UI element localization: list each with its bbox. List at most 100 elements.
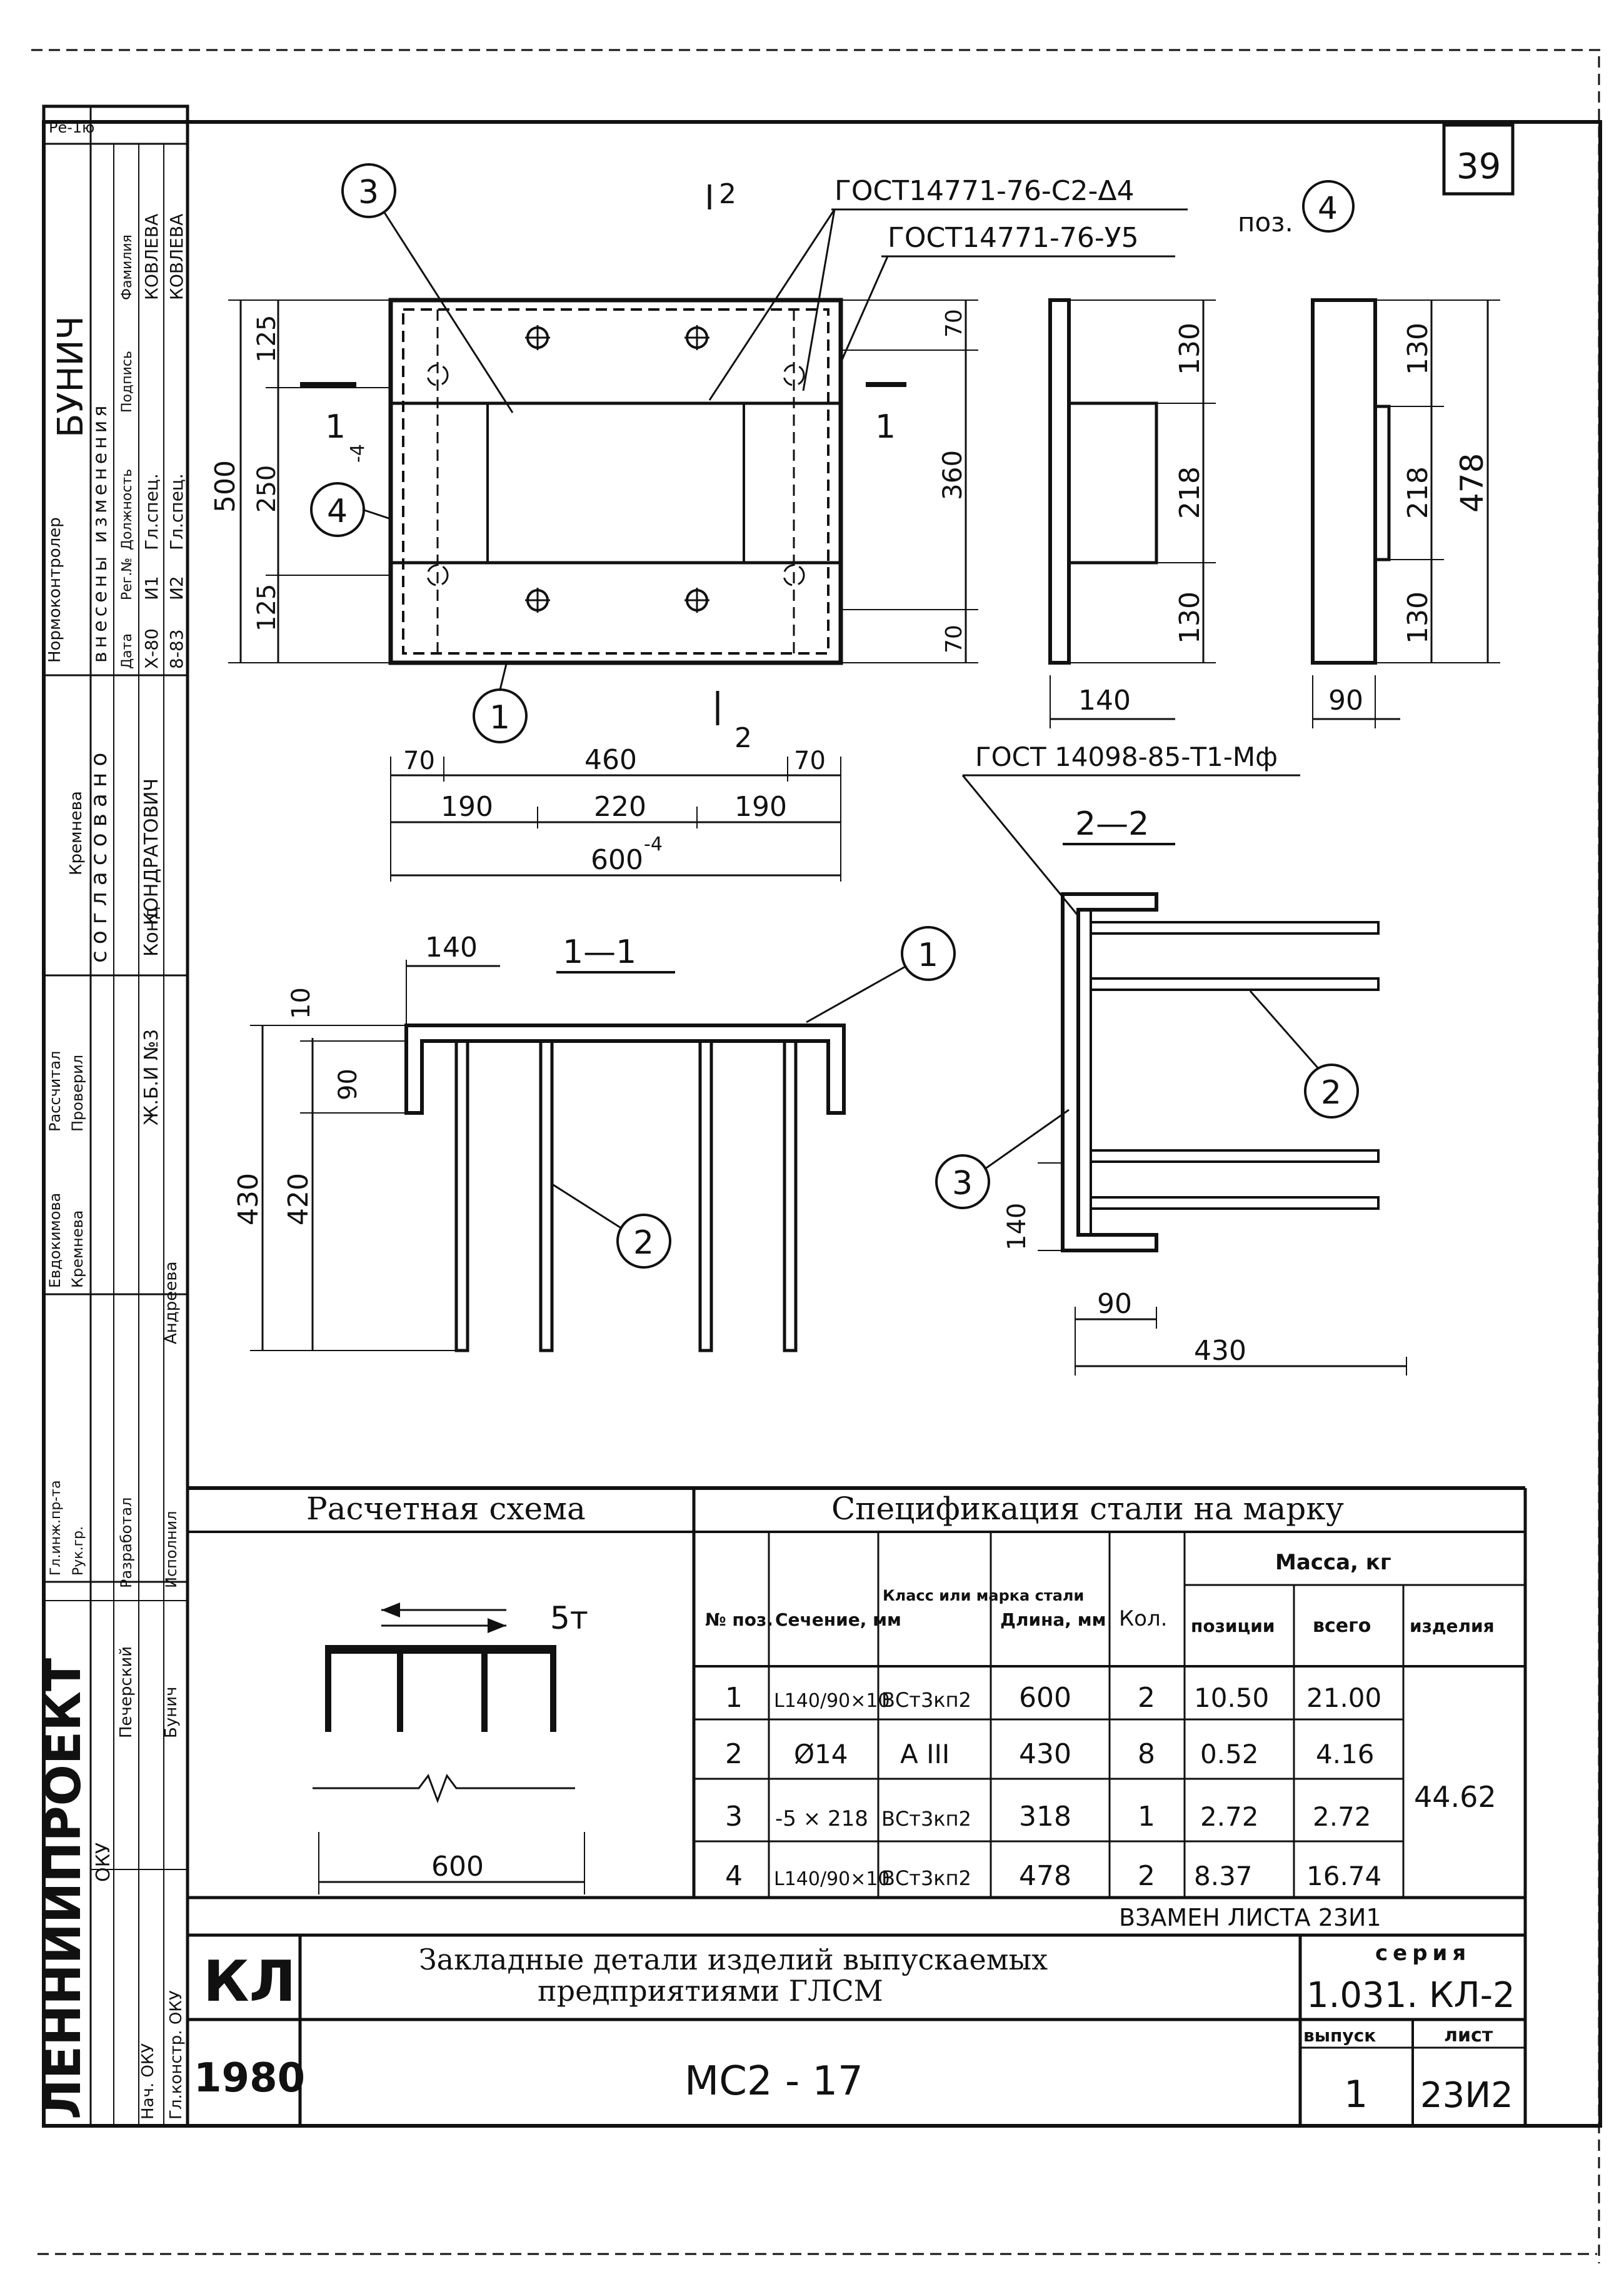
calc-scheme-span: 600 [431,1851,484,1883]
change-col-reg: Рег.№ [119,558,135,600]
spec-hdr-steel: Класс или марка стали [883,1587,1084,1604]
spec-hdr-total: всего [1313,1615,1371,1637]
pos4-side-view [1048,298,1216,728]
dim-70-bottom: 70 [941,625,967,653]
spec-cell: 318 [1019,1801,1071,1833]
spec-hdr-per-pos: позиции [1191,1616,1275,1636]
spec-table-grid [694,1532,1525,1899]
spec-hdr-item: изделия [1410,1616,1495,1636]
weld-leader-c [840,256,889,363]
spec-cell: 430 [1019,1738,1071,1770]
weld-leader-a [708,209,836,401]
spec-row-1: 1 L140/90×10 ВСт3кп2 600 2 10.50 21.00 [725,1682,1381,1714]
pos4-dim-218: 218 [1174,466,1206,519]
list-label: лист [1444,2025,1493,2046]
sec11-callout-2-leader [553,1184,623,1230]
change-col-position: Должность [119,469,135,550]
pos4-dim-130-bottom: 130 [1174,591,1206,644]
replaces-note: ВЗАМЕН ЛИСТА 23И1 [1119,1904,1381,1931]
agreed-header: согласовано [86,747,112,963]
dev-label: Разработал [118,1497,135,1588]
callout-3-leader [383,212,514,413]
sec11-callout-1-circle [901,926,956,981]
exec-name: Андреева [162,1261,181,1344]
spec-cell: L140/90×10 [774,1690,890,1712]
checked-label: Проверил [69,1055,86,1132]
pos4-dim-478: 478 [1454,453,1490,513]
callout-1: 1 [489,699,510,737]
kl-label: КЛ [203,1949,296,2015]
org-name: ЛЕННИИПРОЕКТ [36,1658,92,2120]
series-value: 1.031. КЛ-2 [1306,1975,1515,2016]
spec-cell: ВСт3кп2 [881,1688,971,1712]
sec11-dim-420: 420 [283,1173,314,1225]
anchor-hole-marks [426,325,805,613]
sheet-number: 39 [1456,146,1501,187]
plan-bottom-dims [390,757,841,882]
dim-125-bottom: 125 [253,584,281,631]
spec-cell: 600 [1019,1682,1071,1714]
exec-label: Исполнил [163,1511,180,1589]
spec-cell: 2 [725,1738,743,1770]
spec-cell: ВСт3кп2 [881,1866,971,1890]
sec11-callout-1-leader [806,965,907,1024]
spec-cell: 1 [1138,1801,1155,1833]
spec-cell: 4.16 [1316,1739,1375,1769]
spec-hdr-length: Длина, мм [1000,1609,1106,1630]
sec22-callout-2: 2 [1321,1074,1341,1112]
change-col-surname: Фамилия [119,234,135,300]
section-2-top: 2 [719,178,736,210]
dim-250: 250 [253,465,281,513]
pos4-dim-140: 140 [1078,685,1131,717]
sec22-dim-90: 90 [1097,1288,1132,1320]
spec-title: Спецификация стали на марку [831,1491,1344,1527]
gost-weld-1: ГОСТ14771-76-С2-Δ4 [835,175,1134,207]
calc-scheme-force: 5т [550,1600,588,1636]
section-2-2-drawing [1038,892,1407,1376]
pos4-front-view [1311,298,1500,728]
normokontroler-name: БУНИЧ [51,316,91,438]
oku-mark: ОКУ [93,1843,114,1882]
agreed-row2-org: Ж.Б.И №3 [141,1029,163,1125]
spec-hdr-section: Сечение, мм [775,1609,901,1630]
spec-cell: 8.37 [1194,1861,1253,1891]
spec-row-2: 2 Ø14 А III 430 8 0.52 4.16 [725,1738,1375,1770]
callout-4-leader [362,508,391,520]
sec22-callout-3: 3 [952,1165,973,1202]
sec22-callout-2-leader [1249,990,1320,1070]
dim-70-left: 70 [403,747,435,775]
revision-mark: Ре-1ю [49,119,94,136]
change-row2-surname: КОВЛЕВА [166,214,187,300]
title-line-2: предприятиями ГЛСМ [538,1974,883,2008]
mark-label: МС2 - 17 [684,2058,863,2105]
pos4-dim-130-top-b: 130 [1402,323,1434,375]
spec-hdr-pos: № поз. [705,1609,773,1630]
spec-cell: 2 [1138,1860,1155,1892]
chief-label: Гл.инж.пр-та [48,1480,64,1576]
sec11-dim-140: 140 [425,932,478,963]
section-2-bottom: 2 [734,722,752,754]
sec11-callout-2-circle [616,1214,671,1269]
series-label: серия [1375,1941,1471,1966]
calc-label: Рассчитал [46,1051,64,1132]
nach-label: Нач. ОКУ [139,2043,158,2120]
pechersky-name: Печерский [117,1646,136,1738]
agreed-row1-org: КОНДРАТОВИЧ [141,778,163,925]
sec22-callout-3-leader [984,1109,1070,1170]
sec11-dim-430: 430 [233,1173,264,1225]
dim-190-right: 190 [734,791,787,823]
section-2-2-label: 2—2 [1075,805,1149,843]
sec22-dim-430: 430 [1194,1335,1246,1367]
pos4-dim-130-bottom-b: 130 [1402,591,1434,644]
weld-leader-b [802,209,836,391]
change-row1-surname: КОВЛЕВА [141,214,162,300]
year-label: 1980 [194,2055,305,2101]
section-1-right: 1 [875,408,896,446]
sec11-callout-1: 1 [918,937,938,974]
plan-right-dims [841,299,978,663]
change-row2-date: 8-83 [166,629,187,669]
dim-70-right: 70 [794,747,826,775]
spec-cell: L140/90×10 [774,1868,890,1890]
glkonstr-label: Гл.констр. ОКУ [167,1990,186,2120]
spec-cell: 4 [725,1860,743,1892]
